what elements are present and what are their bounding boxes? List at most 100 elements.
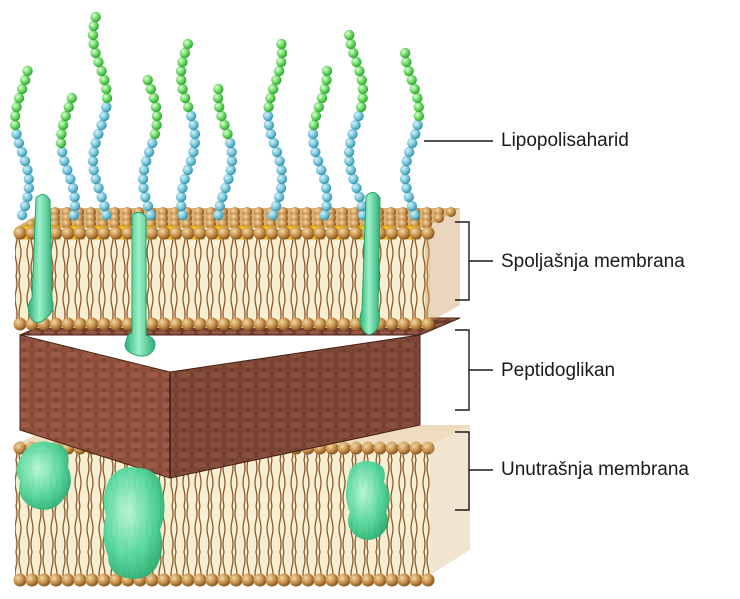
lipid-head: [362, 574, 375, 587]
lipid-head: [422, 574, 435, 587]
sugar-bead: [350, 120, 360, 130]
label-lipopolysaccharide: Lipopolisaharid: [501, 130, 629, 152]
sugar-bead: [401, 156, 411, 166]
lps-chain: [344, 30, 368, 220]
lipid-head: [98, 574, 111, 587]
sugar-bead: [22, 66, 32, 76]
sugar-bead: [14, 93, 24, 103]
lipid-head: [230, 227, 243, 240]
sugar-bead: [101, 84, 111, 94]
sugar-bead: [317, 93, 327, 103]
lipid-head: [182, 318, 195, 331]
sugar-bead: [217, 192, 227, 202]
sugar-bead: [226, 147, 236, 157]
sugar-bead: [146, 210, 156, 220]
sugar-bead: [400, 174, 410, 184]
sugar-bead: [308, 129, 318, 139]
sugar-bead: [93, 129, 103, 139]
lipid-head: [338, 318, 351, 331]
lipid-head: [350, 227, 363, 240]
sugar-bead: [101, 210, 111, 220]
sugar-bead: [407, 138, 417, 148]
lipid-head: [194, 227, 207, 240]
sugar-bead: [17, 84, 27, 94]
sugar-bead: [353, 111, 363, 121]
sugar-bead: [138, 174, 148, 184]
lipid-head: [206, 318, 219, 331]
sugar-bead: [213, 84, 223, 94]
label-peptidoglycan: Peptidoglikan: [501, 360, 615, 382]
sugar-bead: [226, 165, 236, 175]
sugar-bead: [64, 102, 74, 112]
lps-chain: [176, 39, 200, 220]
sugar-bead: [183, 165, 193, 175]
sugar-bead: [101, 102, 111, 112]
sugar-bead: [316, 165, 326, 175]
lipid-head: [290, 574, 303, 587]
sugar-bead: [351, 57, 361, 67]
lipid-head: [206, 574, 219, 587]
sugar-bead: [276, 165, 286, 175]
sugar-bead: [102, 93, 112, 103]
sugar-bead: [274, 192, 284, 202]
lipid-head: [158, 318, 171, 331]
sugar-bead: [400, 165, 410, 175]
sugar-bead: [57, 147, 67, 157]
lipid-head: [146, 318, 159, 331]
sugar-bead: [177, 84, 187, 94]
sugar-bead: [223, 174, 233, 184]
lps-chain: [10, 66, 34, 220]
lipid-head: [314, 227, 327, 240]
sugar-bead: [310, 147, 320, 157]
lipid-head: [314, 574, 327, 587]
lipid-head: [410, 574, 423, 587]
sugar-bead: [414, 102, 424, 112]
sugar-bead: [58, 120, 68, 130]
sugar-bead: [347, 129, 357, 139]
sugar-bead: [150, 129, 160, 139]
lipid-head: [410, 227, 423, 240]
lipopolysaccharide-chains: [10, 12, 424, 220]
sugar-bead: [141, 156, 151, 166]
lipid-head: [170, 574, 183, 587]
lipid-head: [386, 318, 399, 331]
lipid-head: [338, 227, 351, 240]
sugar-bead: [65, 174, 75, 184]
sugar-bead: [213, 93, 223, 103]
sugar-bead: [358, 84, 368, 94]
sugar-bead: [93, 57, 103, 67]
sugar-bead: [345, 138, 355, 148]
sugar-bead: [62, 165, 72, 175]
sugar-bead: [321, 183, 331, 193]
sugar-bead: [407, 201, 417, 211]
lipid-head: [242, 574, 255, 587]
sugar-bead: [344, 30, 354, 40]
sugar-bead: [56, 129, 66, 139]
sugar-bead: [88, 39, 98, 49]
sugar-bead: [263, 111, 273, 121]
sugar-bead: [90, 12, 100, 22]
sugar-bead: [180, 174, 190, 184]
lps-chain: [88, 12, 112, 220]
lipid-head: [86, 318, 99, 331]
lipid-head: [434, 213, 444, 223]
lipid-head: [278, 574, 291, 587]
sugar-bead: [264, 120, 274, 130]
lipid-head: [374, 574, 387, 587]
sugar-bead: [99, 201, 109, 211]
sugar-bead: [188, 120, 198, 130]
lipid-head: [62, 318, 75, 331]
sugar-bead: [91, 174, 101, 184]
lipid-head: [254, 318, 267, 331]
lipid-head: [326, 318, 339, 331]
sugar-bead: [176, 201, 186, 211]
sugar-bead: [412, 120, 422, 130]
lipid-head: [386, 574, 399, 587]
sugar-bead: [410, 84, 420, 94]
sugar-bead: [152, 111, 162, 121]
sugar-bead: [89, 21, 99, 31]
sugar-bead: [274, 156, 284, 166]
sugar-bead: [314, 102, 324, 112]
sugar-bead: [219, 120, 229, 130]
